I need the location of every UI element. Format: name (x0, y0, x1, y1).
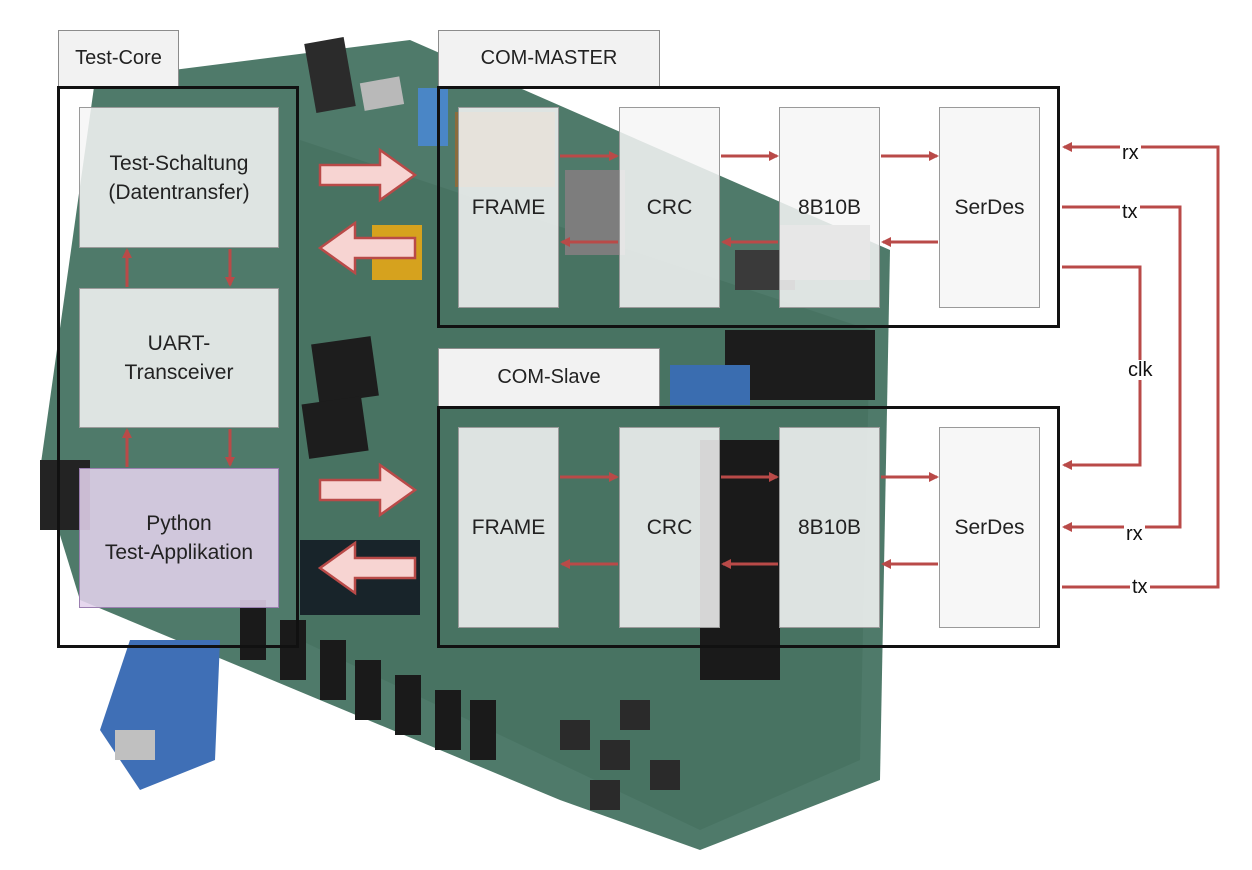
uart-transceiver-block: UART- Transceiver (79, 288, 279, 428)
signal-label-master-tx: tx (1120, 201, 1140, 223)
signal-label-clk: clk (1126, 359, 1155, 381)
python-test-app-block: Python Test-Applikation (79, 468, 279, 608)
board-oled (300, 540, 420, 615)
python-test-app-label: Python Test-Applikation (104, 512, 254, 564)
slave-8b10b-label: 8B10B (797, 516, 862, 539)
board-yellow-caps (372, 225, 422, 280)
com-slave-frame (437, 406, 1060, 648)
slave-crc-label: CRC (646, 516, 693, 539)
slave-serdes-label: SerDes (954, 516, 1025, 539)
board-power-jack (304, 37, 356, 113)
board-memory-chip-2 (301, 396, 369, 459)
master-serdes-label: SerDes (954, 196, 1025, 219)
test-core-frame (57, 86, 299, 648)
com-master-frame (437, 86, 1060, 328)
signal-label-slave-tx: tx (1130, 576, 1150, 598)
slave-frame-block: FRAME (458, 427, 559, 628)
board-pmod-blue (418, 88, 448, 146)
board-pmod-usb (115, 730, 155, 760)
test-core-tab: Test-Core (58, 30, 179, 86)
board-usb-port (359, 76, 405, 111)
master-frame-label: FRAME (471, 196, 546, 219)
master-8b10b-block: 8B10B (779, 107, 880, 308)
master-crc-label: CRC (646, 196, 693, 219)
uart-transceiver-label: UART- Transceiver (124, 332, 234, 384)
master-serdes-block: SerDes (939, 107, 1040, 308)
master-crc-block: CRC (619, 107, 720, 308)
board-memory-chip-1 (311, 336, 379, 404)
test-schaltung-block: Test-Schaltung (Datentransfer) (79, 107, 279, 248)
master-frame-block: FRAME (458, 107, 559, 308)
com-slave-tab: COM-Slave (438, 348, 660, 406)
master-8b10b-label: 8B10B (797, 196, 862, 219)
slave-8b10b-block: 8B10B (779, 427, 880, 628)
board-pmod-module (100, 640, 220, 790)
slave-frame-label: FRAME (471, 516, 546, 539)
board-push-buttons (560, 700, 680, 810)
board-blue-jumpers (670, 365, 750, 405)
com-master-tab: COM-MASTER (438, 30, 660, 86)
test-schaltung-label: Test-Schaltung (Datentransfer) (108, 151, 250, 204)
signal-label-master-rx: rx (1120, 142, 1141, 164)
slave-serdes-block: SerDes (939, 427, 1040, 628)
board-switch-row (240, 600, 496, 760)
signal-label-slave-rx: rx (1124, 523, 1145, 545)
slave-crc-block: CRC (619, 427, 720, 628)
